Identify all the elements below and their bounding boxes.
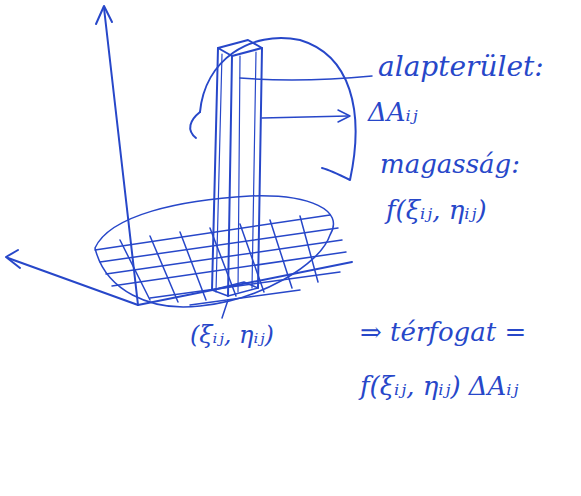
- handwritten-label: f(ξᵢⱼ, ηᵢⱼ) ΔAᵢⱼ: [360, 372, 518, 401]
- axis-arrowhead: [6, 250, 20, 268]
- surface: [190, 112, 200, 138]
- leader-line: [222, 300, 228, 318]
- leader-arrow: [262, 116, 348, 118]
- column-base: [212, 282, 258, 296]
- arrowhead: [338, 110, 350, 122]
- handwritten-label: (ξᵢⱼ, ηᵢⱼ): [190, 322, 274, 348]
- handwritten-label: ⇒ térfogat =: [360, 318, 526, 347]
- column: [216, 52, 256, 292]
- handwritten-label: f(ξᵢⱼ, ηᵢⱼ): [386, 196, 487, 225]
- axis-arrowhead: [96, 6, 112, 24]
- handwritten-label: ΔAᵢⱼ: [368, 98, 418, 127]
- handwritten-label: alapterület:: [378, 52, 544, 83]
- grid: [95, 215, 346, 305]
- surface: [200, 38, 356, 180]
- column: [212, 48, 262, 296]
- y-axis: [8, 258, 138, 305]
- handwritten-label: magasság:: [380, 150, 520, 179]
- leader-line: [240, 76, 372, 80]
